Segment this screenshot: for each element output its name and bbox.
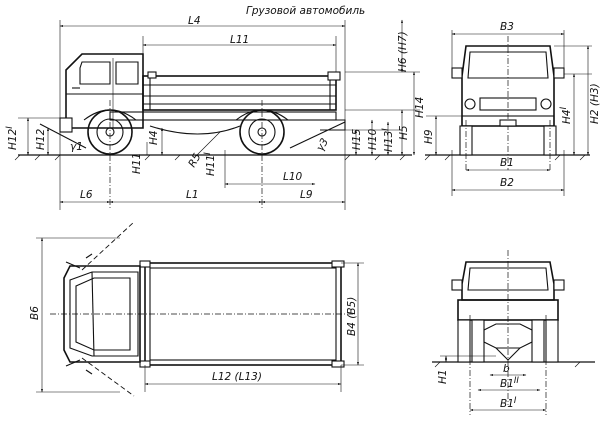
dim-H9: H9 — [423, 129, 435, 144]
dim-L11: L11 — [230, 34, 249, 46]
dim-H2H3: H2 (H3) — [589, 83, 601, 124]
dim-B4B5: B4 (B5) — [346, 297, 358, 336]
dim-L12: L12 (L13) — [212, 371, 262, 383]
dim-R5: R5 — [186, 151, 204, 169]
dim-H4I: H4I — [559, 106, 573, 124]
dim-H12I: H12I — [5, 126, 19, 150]
dim-H5: H5 — [398, 125, 410, 140]
dim-H13I: H13I — [381, 128, 395, 152]
dim-B1II: B1II — [500, 376, 519, 390]
angle-y3: γ3 — [314, 136, 331, 153]
dim-B1: B1 — [500, 157, 514, 169]
rear-view: H1 b B1II B1I — [432, 250, 595, 415]
side-view: L4 L11 L6 L1 L9 L10 H12I H12 γ1 H11 H4 R… — [5, 15, 426, 210]
dim-B3: B3 — [500, 21, 514, 33]
dim-H15: H15 — [351, 128, 363, 150]
dim-L1: L1 — [186, 189, 199, 201]
front-view: B3 B1 B2 H9 H4I H2 (H3) — [423, 21, 601, 196]
drawing-title: Грузовой автомобиль — [246, 5, 365, 17]
dim-L4: L4 — [188, 15, 201, 27]
top-view: B6 B4 (B5) L12 (L13) — [29, 221, 364, 397]
dim-H11I: H11I — [203, 152, 217, 176]
dim-L9: L9 — [300, 189, 313, 201]
dim-B1I: B1I — [500, 396, 517, 410]
dim-b: b — [503, 363, 510, 375]
dim-B2: B2 — [500, 177, 514, 189]
dim-H6H7: H6 (H7) — [397, 31, 409, 72]
dim-H12: H12 — [35, 128, 47, 150]
dim-H4: H4 — [148, 130, 160, 145]
dim-H10: H10 — [367, 128, 379, 150]
dim-B6: B6 — [29, 306, 41, 320]
dim-L6: L6 — [80, 189, 93, 201]
dim-H11: H11 — [131, 153, 143, 174]
dim-H14: H14 — [414, 97, 426, 118]
dim-L10: L10 — [283, 171, 303, 183]
dim-H1: H1 — [437, 369, 449, 384]
angle-y1: γ1 — [70, 141, 83, 153]
